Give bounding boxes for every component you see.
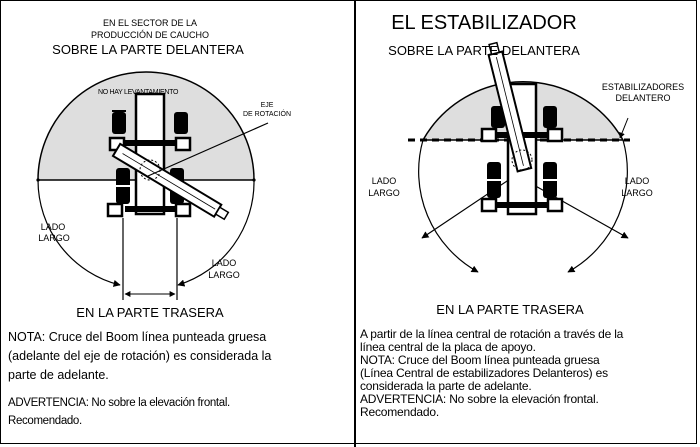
right-stabilizer-line2: DELANTERO	[615, 93, 671, 103]
left-header-line1: EN EL SECTOR DE LA	[102, 18, 198, 28]
panel-divider	[354, 0, 356, 447]
right-crane-chassis	[480, 82, 564, 216]
left-header-line2: PRODUCCIÓN DE CAUCHO	[90, 30, 210, 40]
left-front-label: SOBRE LA PARTE DELANTERA	[52, 42, 244, 57]
left-rear-label: EN LA PARTE TRASERA	[76, 305, 224, 320]
right-note-line2: línea central de la placa de apoyo.	[360, 340, 536, 354]
right-side-left-line2: LARGO	[368, 188, 400, 198]
left-axis-label-line1: EJE	[260, 102, 274, 109]
right-rear-label: EN LA PARTE TRASERA	[436, 302, 584, 317]
left-side-right-line2: LARGO	[208, 270, 240, 280]
right-note-line6: ADVERTENCIA: No sobre la elevación front…	[360, 392, 599, 406]
left-rear-arc-left	[37, 179, 121, 287]
left-diagram	[36, 71, 269, 300]
right-note-line1: A partir de la línea central de rotación…	[360, 327, 624, 341]
left-rotation-circle	[139, 159, 161, 181]
left-side-left-line1: LADO	[40, 222, 66, 232]
left-boom	[111, 142, 230, 221]
left-rear-arc-right	[177, 179, 255, 287]
right-stabilizer-leader	[619, 117, 629, 139]
left-warning-line2: Recomendado.	[8, 415, 82, 427]
left-side-left-line2: LARGO	[38, 233, 70, 243]
left-no-lift-label: NO HAY LEVANTAMIENTO	[98, 89, 179, 96]
right-title: EL ESTABILIZADOR	[391, 12, 577, 34]
left-side-right-line1: LADO	[211, 258, 237, 268]
right-note-line4: (Línea Central de estabilizadores Delant…	[360, 366, 608, 380]
right-rear-arc-right	[567, 139, 628, 273]
right-side-right-line1: LADO	[624, 176, 650, 186]
right-note-line7: Recomendado.	[360, 405, 439, 419]
left-warning-line1: ADVERTENCIA: No sobre la elevación front…	[8, 397, 230, 409]
right-side-left-line1: LADO	[371, 176, 397, 186]
right-diagram	[408, 41, 630, 273]
left-note-line3: parte de adelante.	[8, 368, 109, 382]
right-note-line3: NOTA: Cruce del Boom línea punteada grue…	[360, 353, 600, 367]
right-front-label: SOBRE LA PARTE DELANTERA	[388, 43, 580, 58]
right-side-right-line2: LARGO	[621, 188, 653, 198]
left-note-line1: NOTA: Cruce del Boom línea punteada grue…	[8, 330, 267, 344]
left-axis-label-line2: DE ROTACIÓN	[242, 111, 292, 118]
right-note-line5: considerada la parte de adelante.	[360, 379, 532, 393]
right-rear-arc-left	[418, 139, 479, 273]
left-note-line2: (adelante del eje de rotación) es consid…	[8, 349, 272, 363]
right-rotation-circle	[511, 149, 533, 171]
left-axis-leader	[147, 122, 269, 177]
right-stabilizer-line1: ESTABILIZADORES	[601, 82, 685, 92]
